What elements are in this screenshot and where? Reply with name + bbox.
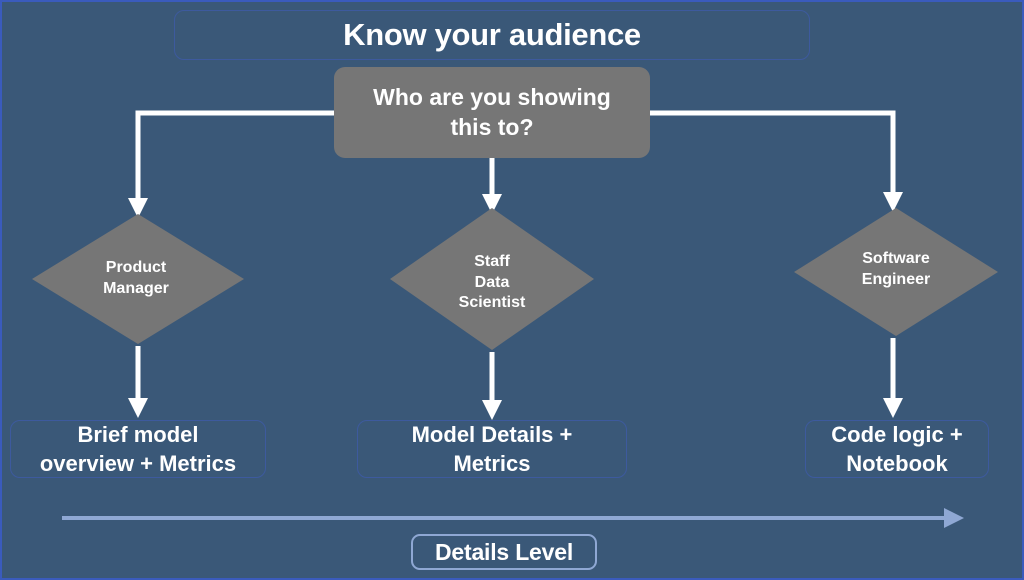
outcome-box-software-engineer[interactable]: Code logic + Notebook: [805, 420, 989, 478]
arrowhead-to-outcome-swe: [883, 398, 903, 418]
decision-node-software-engineer[interactable]: Software Engineer: [794, 208, 998, 336]
arrowhead-to-outcome-sds: [482, 400, 502, 420]
outcome-box-staff-data-scientist[interactable]: Model Details + Metrics: [357, 420, 627, 478]
decision-node-label: Software Engineer: [861, 250, 931, 288]
root-question-box[interactable]: Who are you showing this to?: [334, 67, 650, 158]
details-level-arrow-icon: [62, 508, 964, 528]
outcome-label: Code logic + Notebook: [831, 421, 963, 476]
decision-node-staff-data-scientist[interactable]: Staff Data Scientist: [390, 208, 594, 350]
outcome-label: Model Details + Metrics: [411, 421, 573, 476]
decision-node-product-manager[interactable]: Product Manager: [32, 214, 244, 344]
decision-node-label: Product Manager: [103, 259, 169, 297]
details-level-chip[interactable]: Details Level: [411, 534, 597, 570]
arrowhead-to-outcome-pm: [128, 398, 148, 418]
details-level-label: Details Level: [434, 538, 574, 565]
page-title: Know your audience: [343, 17, 641, 52]
title-frame: [174, 10, 810, 60]
outcome-label: Brief model overview + Metrics: [39, 421, 237, 476]
outcome-box-product-manager[interactable]: Brief model overview + Metrics: [10, 420, 266, 478]
decision-node-label: Staff Data Scientist: [458, 252, 526, 312]
root-question-label: Who are you showing this to?: [373, 84, 611, 140]
